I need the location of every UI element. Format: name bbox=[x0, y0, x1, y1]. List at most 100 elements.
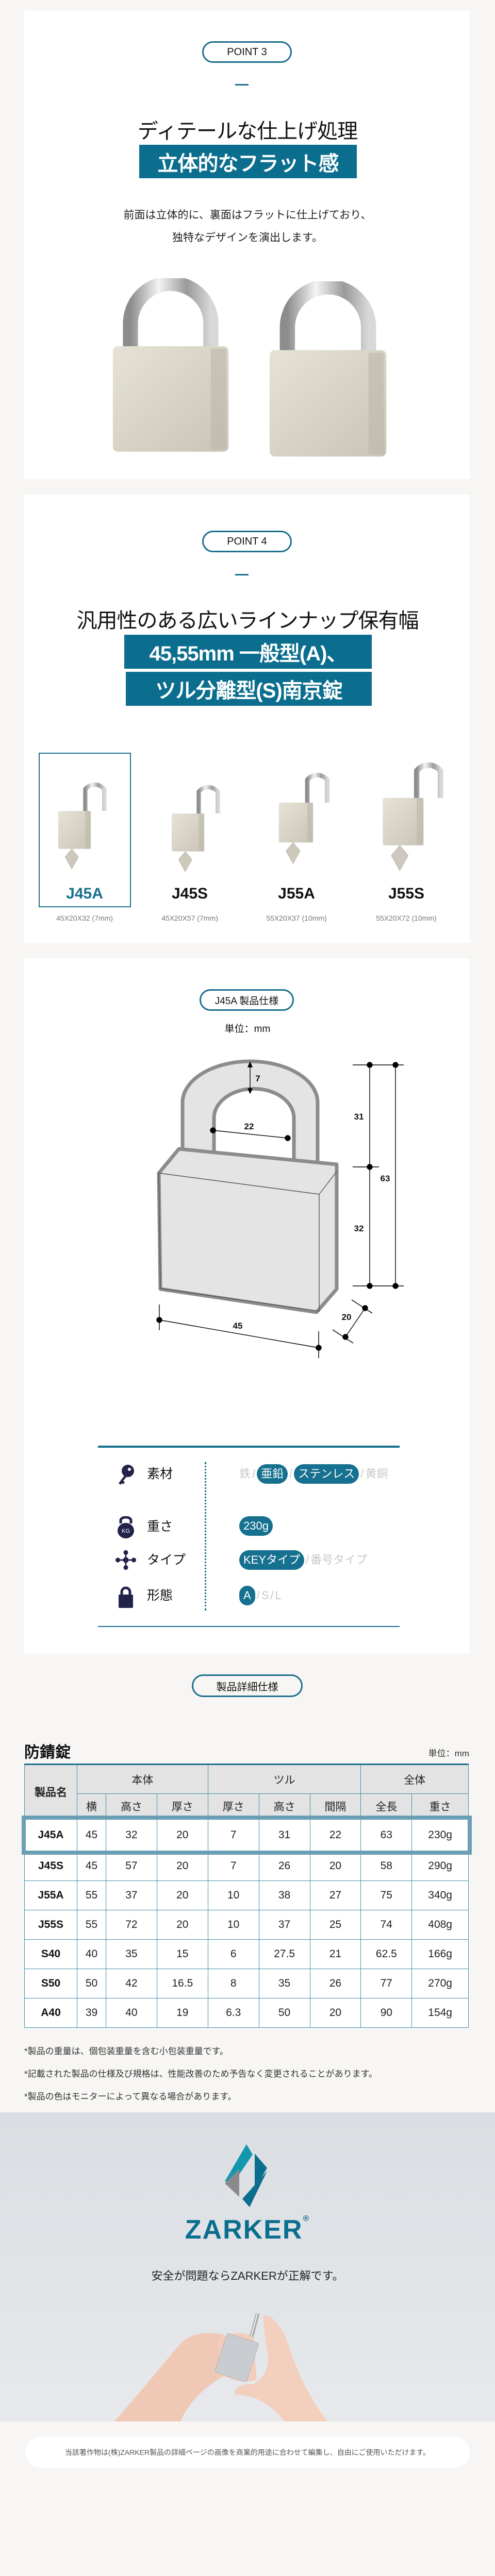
table-cell: 40 bbox=[77, 1939, 106, 1969]
table-cell: 408g bbox=[411, 1910, 469, 1940]
product-dims-j45a: 45X20X32 (7mm) bbox=[56, 914, 113, 922]
option-separator: / bbox=[270, 1589, 274, 1602]
table-cell: 19 bbox=[156, 1998, 208, 2028]
table-cell: 20 bbox=[156, 1851, 208, 1881]
table-title: 防錆錠 bbox=[24, 1744, 71, 1761]
table-cell: 62.5 bbox=[360, 1939, 412, 1969]
product-image-j55s[interactable] bbox=[371, 747, 449, 876]
option-separator: / bbox=[289, 1467, 293, 1480]
spec-options: 230g bbox=[239, 1516, 404, 1536]
spec-bottom-rule bbox=[98, 1626, 400, 1627]
table-cell: 290g bbox=[411, 1851, 469, 1881]
cell-product-name: J45S bbox=[24, 1851, 77, 1881]
spec-label: タイプ bbox=[147, 1553, 186, 1567]
spec-options: 鉄/亜鉛/ステンレス/黄銅 bbox=[239, 1464, 404, 1484]
key-icon bbox=[116, 1464, 136, 1486]
spec-option-selected: ステンレス bbox=[294, 1464, 359, 1484]
point3-badge: POINT 3 bbox=[202, 41, 292, 63]
product-image-j45a[interactable] bbox=[41, 770, 119, 873]
header-product-name: 製品名 bbox=[24, 1764, 77, 1819]
table-cell: 10 bbox=[207, 1880, 259, 1910]
padlock-back-image bbox=[267, 281, 389, 460]
product-name-j45a[interactable]: J45A bbox=[66, 885, 103, 902]
header-column: 重さ bbox=[411, 1793, 469, 1819]
detail-badge: 製品詳細仕様 bbox=[192, 1674, 303, 1697]
spec-unit: 単位：mm bbox=[224, 1024, 271, 1035]
table-cell: 20 bbox=[156, 1880, 208, 1910]
zarker-logo-icon bbox=[225, 2144, 267, 2207]
padlock-front-image bbox=[110, 278, 231, 454]
point3-highlight: 立体的なフラット感 bbox=[139, 145, 357, 178]
table-cell: 270g bbox=[411, 1969, 469, 1998]
table-cell: 31 bbox=[258, 1818, 310, 1852]
table-cell: 6.3 bbox=[207, 1998, 259, 2028]
table-cell: 10 bbox=[207, 1910, 259, 1940]
product-name-j55a[interactable]: J55A bbox=[278, 885, 315, 902]
spec-dotted-divider bbox=[205, 1462, 206, 1611]
header-column: 高さ bbox=[106, 1793, 157, 1819]
point4-highlight-2: ツル分離型(S)南京錠 bbox=[126, 672, 372, 706]
product-image-j55a[interactable] bbox=[263, 760, 340, 868]
table-cell: 63 bbox=[360, 1818, 412, 1852]
footer-disclaimer-box: 当該著作物は(株)ZARKER製品の詳細ページの画像を商業的用途に合わせて編集し… bbox=[25, 2437, 470, 2468]
product-image-j45s[interactable] bbox=[155, 773, 232, 876]
dim-shackle-gap: 22 bbox=[244, 1122, 254, 1131]
table-cell: 35 bbox=[106, 1939, 157, 1969]
product-dims-j55a: 55X20X37 (10mm) bbox=[266, 914, 327, 922]
point4-card bbox=[24, 495, 470, 943]
header-column: 厚さ bbox=[156, 1793, 208, 1819]
table-cell: 7 bbox=[207, 1818, 259, 1852]
table-cell: 77 bbox=[360, 1969, 412, 1998]
table-cell: 20 bbox=[309, 1998, 361, 2028]
spec-option: 鉄 bbox=[239, 1467, 251, 1480]
product-dims-j45s: 45X20X57 (7mm) bbox=[161, 914, 218, 922]
dim-width: 45 bbox=[233, 1321, 243, 1331]
dim-shackle-height: 31 bbox=[354, 1112, 364, 1122]
table-cell: 37 bbox=[258, 1910, 310, 1940]
brand-tagline: 安全が問題ならZARKERが正解です。 bbox=[151, 2269, 344, 2282]
table-cell: 50 bbox=[77, 1969, 106, 1998]
selected-product-frame[interactable] bbox=[39, 753, 131, 907]
point4-title: 汎用性のある広いラインナップ保有幅 bbox=[76, 609, 419, 632]
header-column: 全長 bbox=[360, 1793, 412, 1819]
table-cell: 20 bbox=[156, 1910, 208, 1940]
point4-divider bbox=[235, 574, 249, 575]
dim-body-height: 32 bbox=[354, 1224, 364, 1233]
table-cell: 39 bbox=[77, 1998, 106, 2028]
table-cell: 72 bbox=[106, 1910, 157, 1940]
dim-shackle-thickness: 7 bbox=[255, 1074, 260, 1083]
table-cell: 6 bbox=[207, 1939, 259, 1969]
product-name-j45s[interactable]: J45S bbox=[171, 885, 208, 902]
spec-option: S bbox=[261, 1589, 269, 1602]
cell-product-name: J55A bbox=[24, 1880, 77, 1910]
table-cell: 35 bbox=[258, 1969, 310, 1998]
table-cell: 42 bbox=[106, 1969, 157, 1998]
note-1: *製品の重量は、個包装重量を含む小包装重量です。 bbox=[24, 2046, 228, 2056]
padlock-outline bbox=[157, 1059, 339, 1314]
product-dims-j55s: 55X20X72 (10mm) bbox=[376, 914, 437, 922]
table-cell: 50 bbox=[258, 1998, 310, 2028]
cell-product-name: J55S bbox=[24, 1910, 77, 1940]
header-group: 全体 bbox=[360, 1764, 469, 1794]
spec-option: 番号タイプ bbox=[310, 1553, 368, 1566]
padlock-icon bbox=[116, 1585, 136, 1608]
product-name-j55s[interactable]: J55S bbox=[388, 885, 425, 902]
table-cell: 57 bbox=[106, 1851, 157, 1881]
table-cell: 25 bbox=[309, 1910, 361, 1940]
point3-body-line: 前面は立体的に、裏面はフラットに仕上げており、 bbox=[123, 209, 372, 221]
table-subheader-row: 横高さ厚さ厚さ高さ間隔全長重さ bbox=[25, 1793, 469, 1819]
brand-wordmark: ZARKER bbox=[185, 2215, 303, 2245]
hands-holding-combination-lock-photo bbox=[114, 2313, 328, 2421]
table-header-row: 製品名本体ツル全体 bbox=[24, 1764, 469, 1819]
dim-total-height: 63 bbox=[381, 1174, 390, 1183]
header-group: ツル bbox=[207, 1764, 361, 1794]
spec-option-selected: KEYタイプ bbox=[239, 1550, 305, 1570]
registered-mark: ® bbox=[303, 2214, 310, 2223]
header-column: 高さ bbox=[258, 1793, 310, 1819]
